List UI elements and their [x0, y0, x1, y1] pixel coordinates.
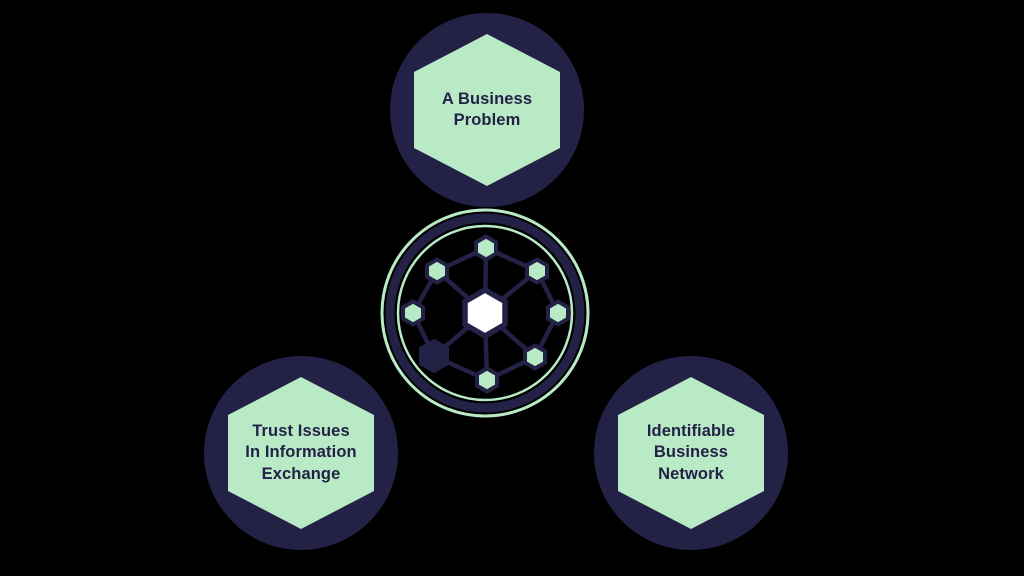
node-label: Identifiable Business Network — [647, 421, 735, 485]
network-center-hex — [462, 286, 508, 340]
label-line: In Information — [245, 443, 357, 462]
network-node-hex — [474, 234, 498, 262]
hexagon-badge: A Business Problem — [414, 34, 560, 186]
label-line: Business — [653, 443, 729, 462]
network-node-hex — [525, 257, 549, 285]
node-label: Trust Issues In Information Exchange — [245, 421, 356, 485]
label-line: Problem — [453, 111, 521, 129]
label-line: A Business — [441, 89, 533, 108]
network-node-hex — [425, 257, 449, 285]
network-edges — [410, 245, 561, 383]
label-line: Network — [658, 464, 724, 483]
icon-navy-ring — [385, 213, 585, 413]
network-node-hex — [523, 343, 547, 371]
label-line: Exchange — [261, 464, 341, 483]
blockchain-network-icon — [375, 203, 595, 423]
network-node-hex — [475, 366, 499, 394]
network-node-hex-dark — [419, 338, 449, 374]
network-node-hex — [546, 299, 570, 327]
network-icon-svg — [380, 208, 590, 418]
node-identifiable-business-network: Identifiable Business Network — [594, 356, 788, 550]
hexagon-badge: Identifiable Business Network — [618, 377, 764, 529]
label-line: Trust Issues — [252, 421, 350, 440]
node-label: A Business Problem — [442, 89, 532, 132]
icon-inner-green-ring — [396, 224, 574, 402]
icon-outer-green-ring — [380, 208, 590, 418]
network-node-hex — [401, 299, 425, 327]
node-trust-issues: Trust Issues In Information Exchange — [204, 356, 398, 550]
hexagon-badge: Trust Issues In Information Exchange — [228, 377, 374, 529]
node-business-problem: A Business Problem — [390, 13, 584, 207]
label-line: Identifiable — [646, 421, 736, 440]
